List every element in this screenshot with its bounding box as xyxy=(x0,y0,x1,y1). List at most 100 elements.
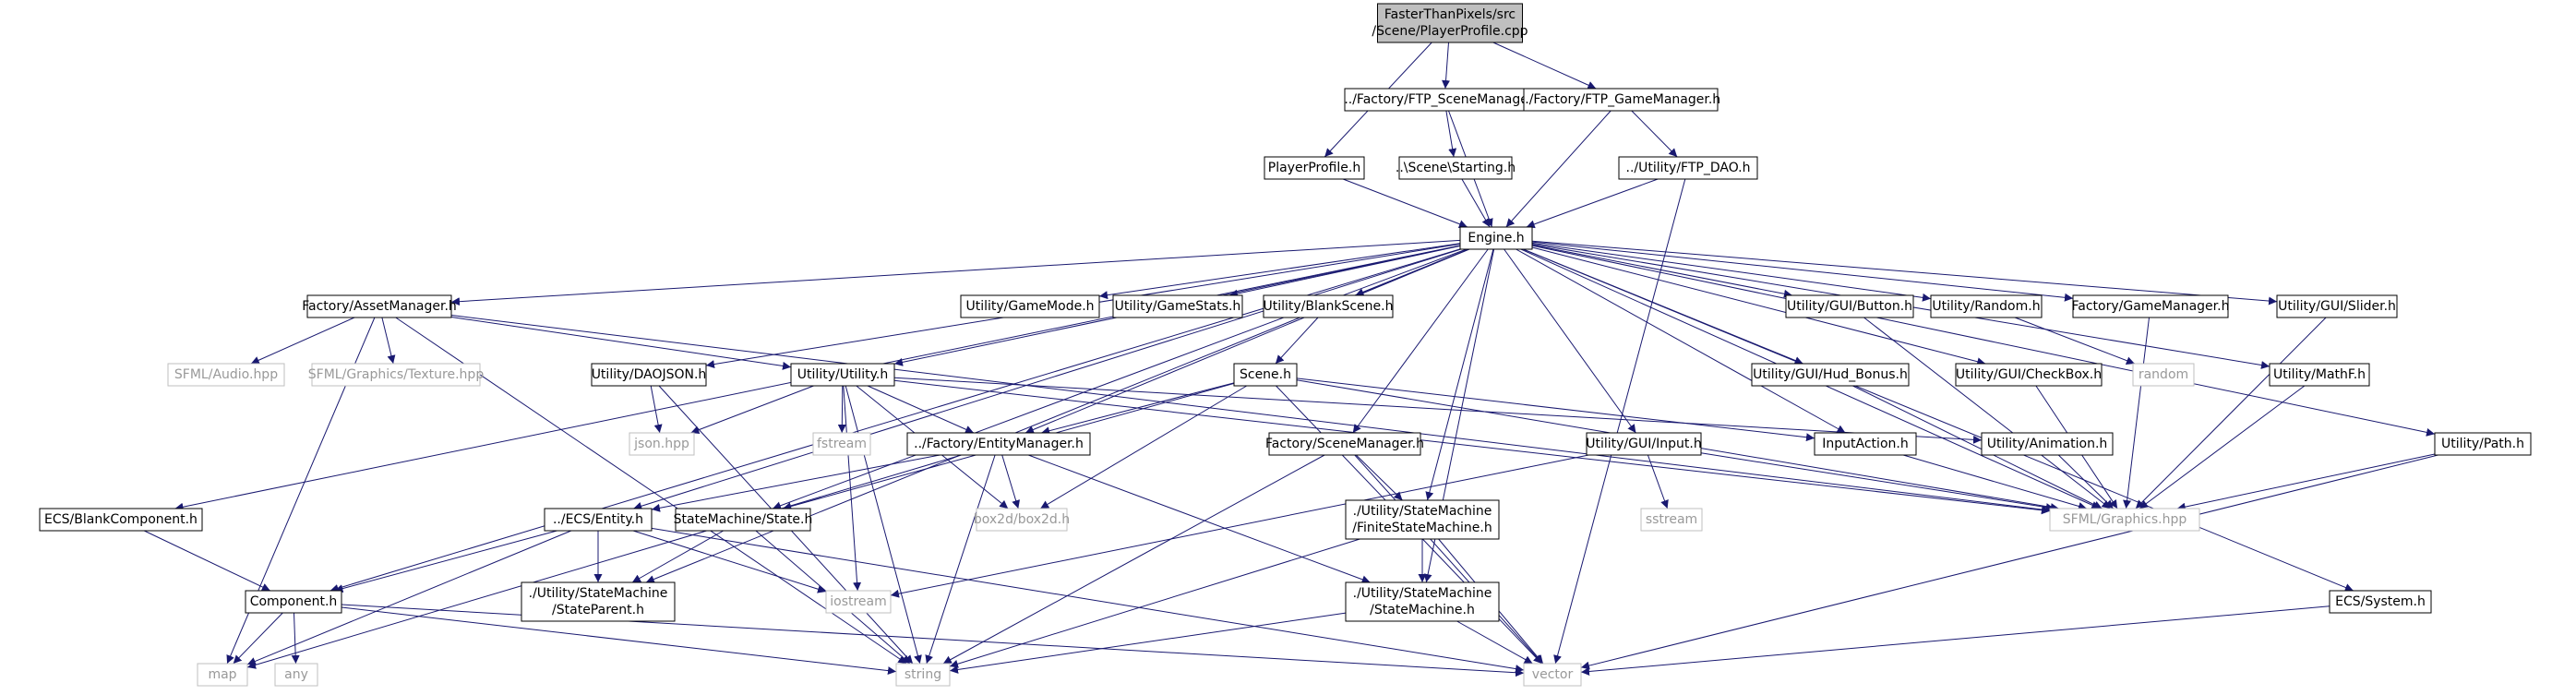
node-label: Utility/Path.h xyxy=(2441,437,2524,451)
node-label: Component.h xyxy=(250,594,338,609)
node-gui-input[interactable]: Utility/GUI/Input.h xyxy=(1586,432,1702,456)
node-label: ../ECS/Entity.h xyxy=(553,512,643,527)
edge-utility-h-to-animation xyxy=(893,377,1983,444)
edge-component-h-to-map xyxy=(233,612,283,665)
node-label: Utility/BlankScene.h xyxy=(1264,299,1394,314)
edge-ftp-scene-manager-to-starting xyxy=(1445,110,1457,158)
node-label: Utility/MathF.h xyxy=(2273,367,2366,382)
edge-gui-input-to-sfml-graphics xyxy=(1700,452,2055,512)
node-box xyxy=(825,590,892,614)
node-box xyxy=(906,432,1091,456)
node-scene-manager[interactable]: Factory/SceneManager.h xyxy=(1265,432,1424,456)
node-label: InputAction.h xyxy=(1822,437,1908,451)
nodes-layer: FasterThanPixels/src/Scene/PlayerProfile… xyxy=(39,3,2532,687)
edge-random-h-to-random xyxy=(2014,317,2136,365)
edge-starting-to-engine xyxy=(1461,178,1491,228)
node-engine[interactable]: Engine.h xyxy=(1459,226,1533,250)
node-label: ../Factory/FTP_GameManager.h xyxy=(1521,92,1720,107)
edge-entity-manager-to-entity-h xyxy=(651,454,941,512)
node-factory-game-manager[interactable]: Factory/GameManager.h xyxy=(2072,294,2230,318)
node-blank-scene[interactable]: Utility/BlankScene.h xyxy=(1263,294,1394,318)
node-scene-h[interactable]: Scene.h xyxy=(1233,363,1298,387)
edge-engine-to-game-mode xyxy=(1098,243,1461,300)
node-gui-checkbox[interactable]: Utility/GUI/CheckBox.h xyxy=(1955,363,2103,387)
node-gui-slider[interactable]: Utility/GUI/Slider.h xyxy=(2276,294,2398,318)
node-entity-h[interactable]: ../ECS/Entity.h xyxy=(544,508,653,532)
node-mathf[interactable]: Utility/MathF.h xyxy=(2269,363,2370,387)
node-input-action[interactable]: InputAction.h xyxy=(1814,432,1917,456)
node-box xyxy=(1398,156,1513,180)
node-game-mode[interactable]: Utility/GameMode.h xyxy=(960,294,1100,318)
node-box xyxy=(2269,363,2370,387)
edge-gui-input-to-iostream xyxy=(890,454,1589,598)
edge-path-h-to-sfml-graphics xyxy=(2176,453,2436,511)
edge-ecs-system-to-vector xyxy=(1580,605,2330,676)
node-box xyxy=(2072,294,2229,318)
node-state-h[interactable]: StateMachine/State.h xyxy=(674,508,813,532)
edge-root-to-ftp-scene-manager xyxy=(1442,42,1451,90)
node-animation[interactable]: Utility/Animation.h xyxy=(1981,432,2114,456)
edge-engine-to-state-h xyxy=(772,248,1468,510)
edge-engine-to-path-h xyxy=(1531,245,2436,437)
edge-ftp-dao-to-engine xyxy=(1526,178,1659,229)
node-utility-h[interactable]: Utility/Utility.h xyxy=(790,363,895,387)
edges-layer xyxy=(143,42,2438,677)
node-label: Factory/SceneManager.h xyxy=(1265,437,1424,451)
edge-scene-h-to-input-action xyxy=(1296,377,1815,442)
node-label: StateMachine/State.h xyxy=(674,512,813,527)
node-starting[interactable]: ..\Scene\Starting.h xyxy=(1396,156,1516,180)
node-box xyxy=(1459,226,1533,250)
node-box xyxy=(245,590,342,614)
edge-asset-manager-to-sfml-graphics xyxy=(450,315,2051,514)
node-box xyxy=(1344,88,1545,112)
node-label: /StateParent.h xyxy=(552,603,644,617)
node-box xyxy=(1814,432,1917,456)
node-ecs-system[interactable]: ECS/System.h xyxy=(2329,590,2432,614)
node-box xyxy=(1523,88,1719,112)
node-random: random xyxy=(2132,363,2195,387)
node-box xyxy=(675,508,811,532)
node-blank-component[interactable]: ECS/BlankComponent.h xyxy=(39,508,203,532)
node-state-parent[interactable]: ./Utility/StateMachine/StateParent.h xyxy=(521,581,676,622)
node-finite-state-machine[interactable]: ./Utility/StateMachine/FiniteStateMachin… xyxy=(1345,499,1500,540)
node-asset-manager[interactable]: Factory/AssetManager.h xyxy=(302,294,457,318)
edge-state-machine-to-string xyxy=(949,612,1347,674)
node-sfml-audio: SFML/Audio.hpp xyxy=(167,363,285,387)
edge-input-action-to-sfml-graphics xyxy=(1902,454,2088,510)
edge-player-profile-to-engine xyxy=(1342,178,1468,228)
node-label: Utility/Utility.h xyxy=(797,367,888,382)
node-player-profile[interactable]: PlayerProfile.h xyxy=(1264,156,1365,180)
node-gui-button[interactable]: Utility/GUI/Button.h xyxy=(1785,294,1914,318)
edge-engine-to-ecs-system xyxy=(1523,248,2354,592)
node-box xyxy=(2329,590,2432,614)
node-game-stats[interactable]: Utility/GameStats.h xyxy=(1112,294,1243,318)
node-path-h[interactable]: Utility/Path.h xyxy=(2434,432,2532,456)
node-root: FasterThanPixels/src/Scene/PlayerProfile… xyxy=(1372,3,1528,43)
node-label: Utility/GUI/Hud_Bonus.h xyxy=(1753,367,1908,382)
node-box2d: box2d/box2d.h xyxy=(974,508,1070,532)
node-dao-json[interactable]: Utility/DAOJSON.h xyxy=(591,363,707,387)
edge-entity-manager-to-state-machine xyxy=(1028,454,1371,584)
edge-component-h-to-any xyxy=(291,612,300,665)
node-ftp-scene-manager[interactable]: ../Factory/FTP_SceneManager.h xyxy=(1344,88,1545,112)
edge-engine-to-input-action xyxy=(1516,248,1846,434)
node-label: fstream xyxy=(817,437,867,451)
node-box xyxy=(197,663,248,687)
node-box xyxy=(274,663,318,687)
node-hud-bonus[interactable]: Utility/GUI/Hud_Bonus.h xyxy=(1751,363,1910,387)
node-box xyxy=(1264,156,1365,180)
node-state-machine[interactable]: ./Utility/StateMachine/StateMachine.h xyxy=(1345,581,1500,622)
node-ftp-game-manager[interactable]: ../Factory/FTP_GameManager.h xyxy=(1521,88,1720,112)
edge-engine-to-asset-manager xyxy=(450,239,1461,306)
node-ftp-dao[interactable]: ../Utility/FTP_DAO.h xyxy=(1618,156,1758,180)
node-label: random xyxy=(2139,367,2188,382)
node-string: string xyxy=(895,663,951,687)
node-random-h[interactable]: Utility/Random.h xyxy=(1930,294,2043,318)
edge-engine-to-gui-button xyxy=(1531,245,1792,298)
edge-asset-manager-to-utility-h xyxy=(450,317,792,370)
node-component-h[interactable]: Component.h xyxy=(245,590,342,614)
node-label: ./Utility/StateMachine xyxy=(1353,586,1492,601)
node-entity-manager[interactable]: ../Factory/EntityManager.h xyxy=(906,432,1091,456)
node-box xyxy=(2132,363,2195,387)
